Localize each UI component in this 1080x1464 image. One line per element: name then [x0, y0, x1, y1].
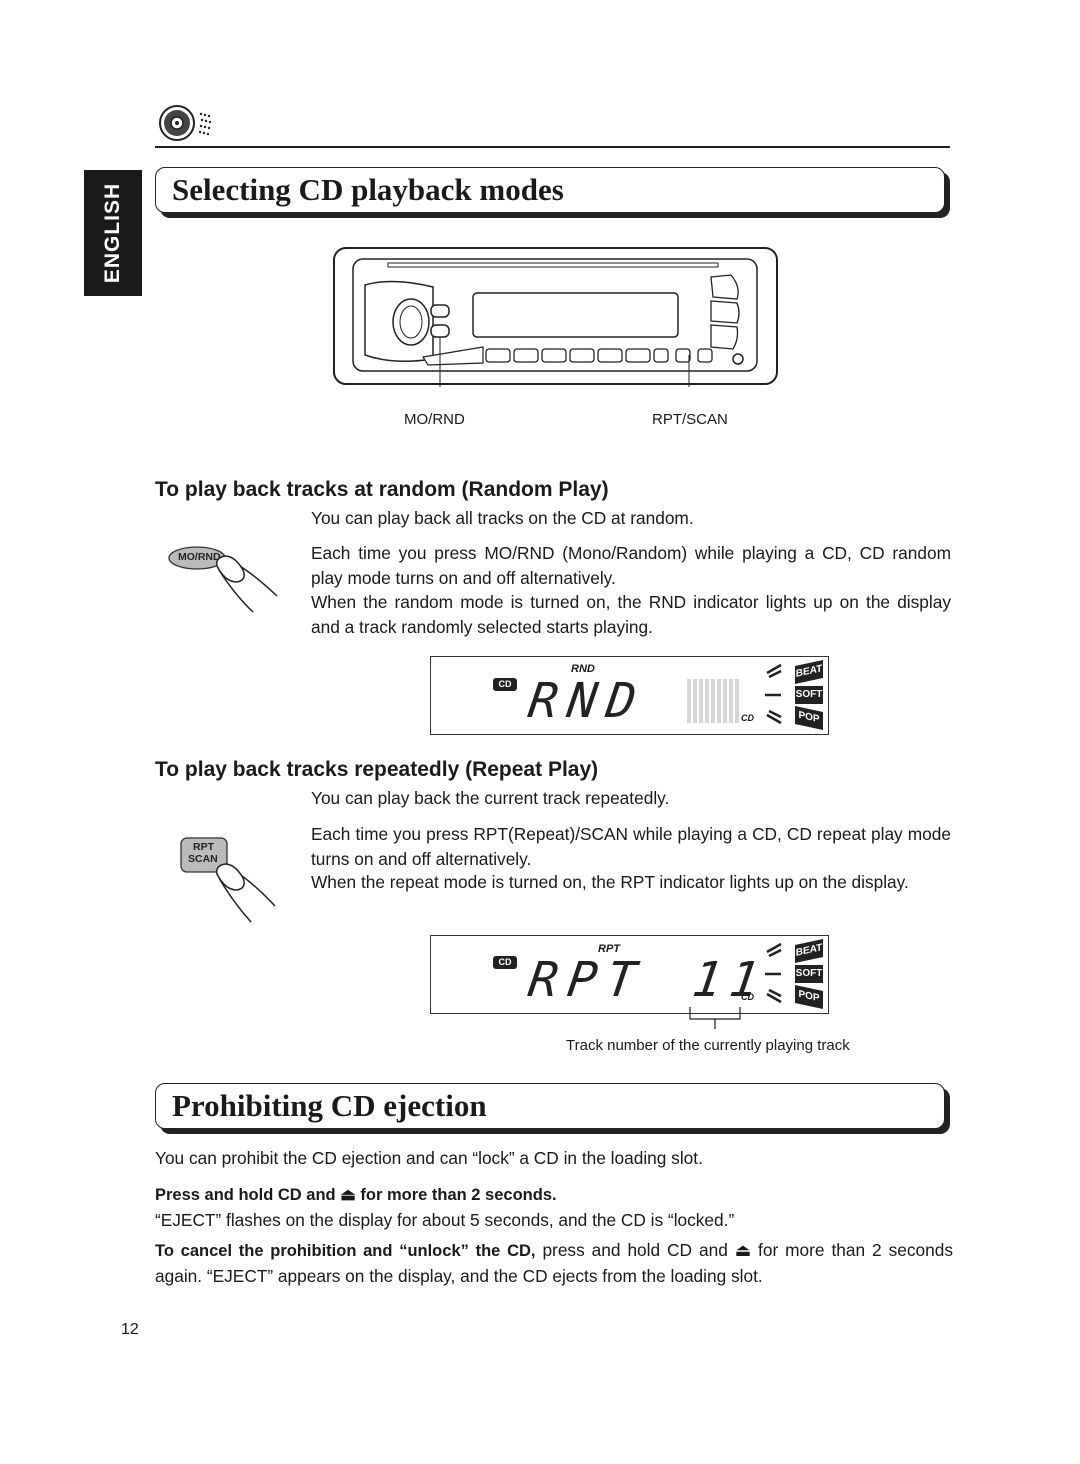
- sound-mode-soft-repeat: SOFT: [795, 965, 823, 983]
- rnd-indicator: RND: [571, 663, 595, 675]
- lcd-track-digits-dim: [687, 679, 741, 723]
- section-title-text: Selecting CD playback modes: [172, 172, 564, 207]
- rpt-scan-button-label: RPT/SCAN: [652, 411, 728, 428]
- sound-mode-arrows: [765, 663, 782, 725]
- prohibit-step-heading: Press and hold CD and ⏏ for more than 2 …: [155, 1186, 557, 1204]
- cd-disc-label: CD: [741, 713, 754, 723]
- section-title-text-2: Prohibiting CD ejection: [172, 1088, 487, 1123]
- language-tab: ENGLISH: [84, 170, 142, 296]
- lcd-display-repeat: RPT CD RPT 11 CD BEAT SOFT POP: [430, 935, 829, 1014]
- lcd-main-text-repeat: RPT: [525, 952, 650, 1008]
- rpt-button-label-small: RPT: [193, 841, 214, 853]
- mo-rnd-button-label-small: MO/RND: [178, 551, 221, 563]
- cd-disc-label-repeat: CD: [741, 992, 754, 1002]
- sound-mode-pop: POP: [795, 706, 823, 730]
- cancel-prohibition-text: To cancel the prohibition and “unlock” t…: [155, 1238, 953, 1288]
- repeat-play-intro: You can play back the current track repe…: [311, 788, 670, 808]
- lcd-display-random: RND CD RND CD BEAT SOFT POP: [430, 656, 829, 735]
- sound-mode-beat: BEAT: [795, 660, 823, 684]
- rpt-indicator: RPT: [598, 943, 620, 955]
- cd-source-badge: CD: [493, 678, 517, 691]
- scan-button-label-small: SCAN: [188, 853, 218, 865]
- cd-section-icon: [157, 103, 221, 143]
- car-stereo-illustration: [333, 247, 778, 432]
- header-rule: [155, 146, 950, 148]
- section-title-prohibit-ejection: Prohibiting CD ejection: [155, 1083, 945, 1129]
- prohibit-intro: You can prohibit the CD ejection and can…: [155, 1148, 703, 1168]
- cancel-prohibition-body: press and hold CD and ⏏ for more than 2 …: [155, 1240, 953, 1286]
- lcd-main-text-random: RND: [525, 673, 650, 729]
- track-number-bracket: [689, 1007, 741, 1029]
- track-number-caption: Track number of the currently playing tr…: [566, 1037, 850, 1054]
- repeat-play-para1: Each time you press RPT(Repeat)/SCAN whi…: [311, 824, 951, 869]
- page-number: 12: [121, 1321, 139, 1338]
- cancel-prohibition-heading: To cancel the prohibition and “unlock” t…: [155, 1242, 536, 1260]
- repeat-play-para2: When the repeat mode is turned on, the R…: [311, 872, 909, 892]
- random-play-intro: You can play back all tracks on the CD a…: [311, 508, 694, 528]
- sound-mode-soft: SOFT: [795, 686, 823, 704]
- section-title-playback-modes: Selecting CD playback modes: [155, 167, 945, 213]
- random-play-para1: Each time you press MO/RND (Mono/Random)…: [311, 543, 951, 588]
- repeat-play-heading: To play back tracks repeatedly (Repeat P…: [155, 758, 599, 781]
- language-tab-label: ENGLISH: [101, 182, 124, 284]
- rpt-scan-button-press-illustration: [175, 834, 285, 924]
- sound-mode-pop-repeat: POP: [795, 985, 823, 1009]
- cd-source-badge-repeat: CD: [493, 956, 517, 969]
- mo-rnd-button-label: MO/RND: [404, 411, 465, 428]
- random-play-para2: When the random mode is turned on, the R…: [311, 592, 951, 637]
- mo-rnd-button-press-illustration: [165, 540, 285, 615]
- prohibit-step-text: “EJECT” flashes on the display for about…: [155, 1210, 735, 1230]
- random-play-heading: To play back tracks at random (Random Pl…: [155, 478, 609, 501]
- sound-mode-beat-repeat: BEAT: [795, 939, 823, 963]
- sound-mode-arrows-repeat: [765, 942, 782, 1004]
